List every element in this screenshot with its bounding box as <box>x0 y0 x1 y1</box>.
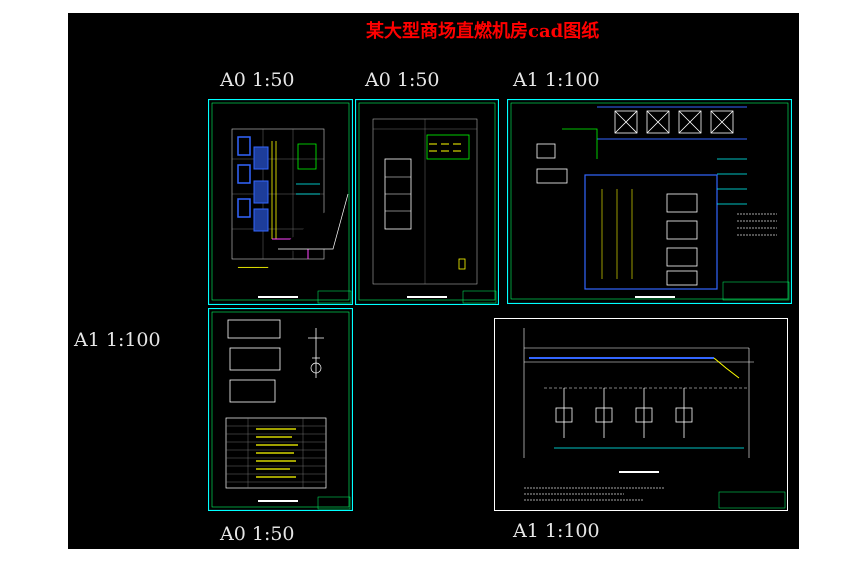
drawing-sheet-plan-2[interactable] <box>355 99 499 305</box>
scale-label-sheet-6: A1 1:100 <box>513 520 600 542</box>
drawing-sheet-piping[interactable] <box>494 318 788 511</box>
drawing-sheet-system-diagram[interactable] <box>507 99 792 304</box>
system-diagram-drawing <box>507 99 792 304</box>
piping-drawing <box>494 318 788 511</box>
scale-label-sheet-1: A0 1:50 <box>220 69 295 91</box>
drawing-set-title: 某大型商场直燃机房cad图纸 <box>366 21 600 42</box>
scale-label-sheet-2: A0 1:50 <box>365 69 440 91</box>
details-drawing <box>208 308 353 511</box>
drawing-sheet-plan-1[interactable]: ━━━━━━━━━━ <box>208 99 353 305</box>
plan-1-drawing: ━━━━━━━━━━ <box>208 99 353 305</box>
scale-label-sheet-4: A1 1:100 <box>74 329 161 351</box>
scale-label-sheet-3: A1 1:100 <box>513 69 600 91</box>
plan-2-drawing <box>355 99 499 305</box>
cad-preview-canvas: 某大型商场直燃机房cad图纸 A0 1:50 A0 1:50 A1 1:100 … <box>68 13 799 549</box>
svg-text:━━━━━━━━━━: ━━━━━━━━━━ <box>237 265 269 271</box>
drawing-sheet-details[interactable] <box>208 308 353 511</box>
scale-label-sheet-5: A0 1:50 <box>220 523 295 545</box>
